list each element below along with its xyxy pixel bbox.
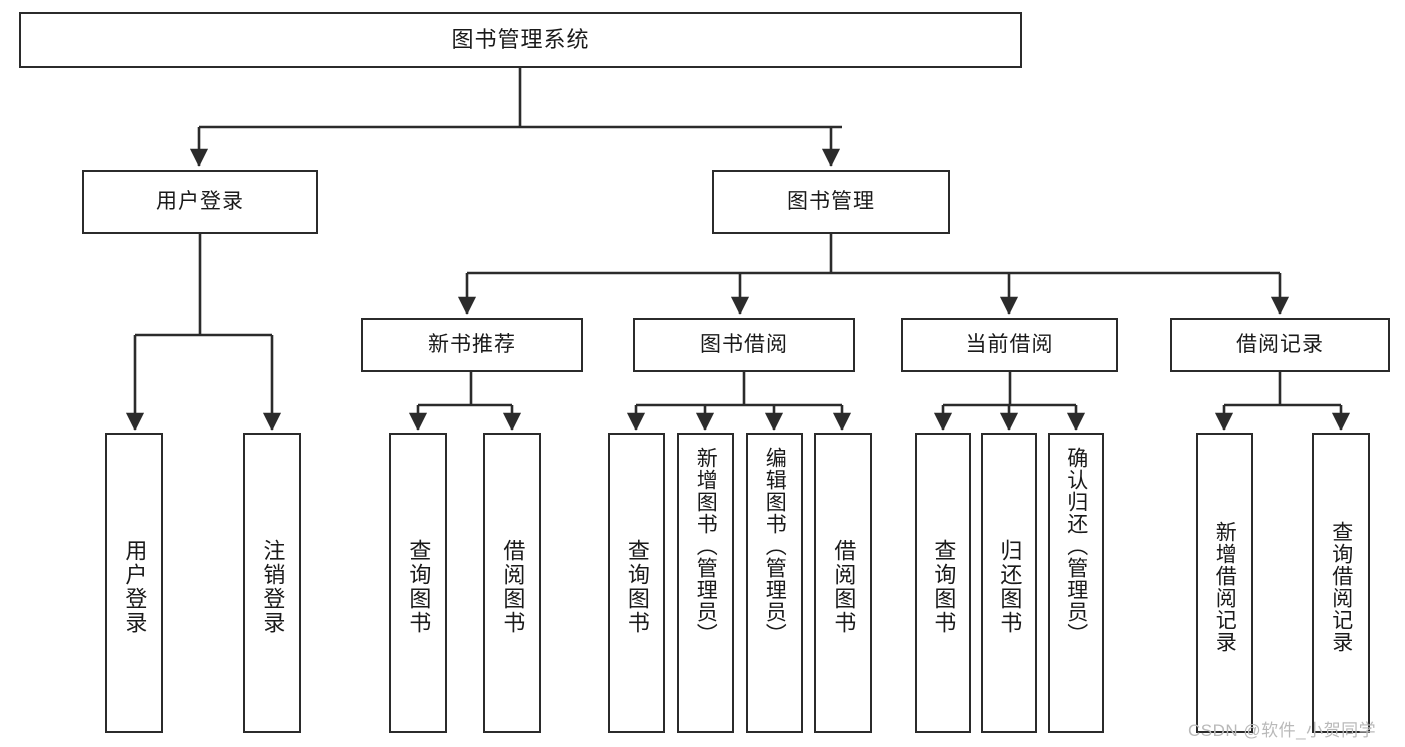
node-label: 查询图书 [931, 539, 957, 635]
node-label: 编辑图书（管理员） [763, 447, 787, 645]
leaf-text-wrap: 归还图书 [983, 443, 1035, 731]
node-new-book-recommend[interactable]: 新书推荐 [361, 318, 583, 372]
node-leaf-query-borrow-record[interactable]: 查询借阅记录 [1312, 433, 1370, 733]
node-leaf-add-book[interactable]: 新增图书（管理员） [677, 433, 734, 733]
node-root-book-management-system[interactable]: 图书管理系统 [19, 12, 1022, 68]
leaf-text-wrap: 注销登录 [245, 443, 299, 731]
node-label: 用户登录 [156, 190, 244, 214]
node-current-borrow[interactable]: 当前借阅 [901, 318, 1118, 372]
csdn-watermark: CSDN @软件_小贺同学 [1188, 721, 1377, 740]
leaf-text-wrap: 借阅图书 [485, 443, 539, 731]
node-label: 新书推荐 [428, 333, 516, 357]
node-label: 新增图书（管理员） [694, 447, 718, 645]
node-label: 借阅图书 [500, 539, 526, 635]
node-user-login[interactable]: 用户登录 [82, 170, 318, 234]
leaf-text-wrap: 用户登录 [107, 443, 161, 731]
node-label: 用户登录 [122, 539, 148, 635]
node-label: 归还图书 [997, 539, 1023, 635]
node-leaf-edit-book[interactable]: 编辑图书（管理员） [746, 433, 803, 733]
node-label: 图书管理系统 [451, 26, 590, 52]
node-leaf-add-borrow-record[interactable]: 新增借阅记录 [1196, 433, 1253, 733]
node-borrow-record[interactable]: 借阅记录 [1170, 318, 1390, 372]
node-leaf-query-book-borrow[interactable]: 查询图书 [608, 433, 665, 733]
node-leaf-query-book-recommend[interactable]: 查询图书 [389, 433, 447, 733]
node-label: 当前借阅 [965, 333, 1054, 357]
node-label: 注销登录 [260, 539, 286, 635]
node-label: 查询借阅记录 [1329, 521, 1353, 653]
node-leaf-user-login[interactable]: 用户登录 [105, 433, 163, 733]
leaf-text-wrap: 新增借阅记录 [1198, 443, 1251, 731]
node-label: 借阅记录 [1236, 333, 1324, 357]
node-label: 图书借阅 [700, 333, 788, 357]
leaf-text-wrap: 借阅图书 [816, 443, 870, 731]
leaf-text-wrap: 查询借阅记录 [1314, 443, 1368, 731]
node-label: 图书管理 [787, 190, 875, 214]
node-label: 借阅图书 [831, 539, 857, 635]
node-label: 查询图书 [624, 539, 650, 635]
leaf-text-wrap: 编辑图书（管理员） [748, 443, 801, 731]
node-leaf-borrow-book-recommend[interactable]: 借阅图书 [483, 433, 541, 733]
node-book-management[interactable]: 图书管理 [712, 170, 950, 234]
leaf-text-wrap: 新增图书（管理员） [679, 443, 732, 731]
node-leaf-borrow-book[interactable]: 借阅图书 [814, 433, 872, 733]
node-leaf-return-book[interactable]: 归还图书 [981, 433, 1037, 733]
leaf-text-wrap: 查询图书 [917, 443, 969, 731]
node-label: 新增借阅记录 [1213, 521, 1237, 653]
node-leaf-query-book-current[interactable]: 查询图书 [915, 433, 971, 733]
node-book-borrow[interactable]: 图书借阅 [633, 318, 855, 372]
leaf-text-wrap: 查询图书 [610, 443, 663, 731]
leaf-text-wrap: 确认归还（管理员） [1050, 443, 1102, 731]
node-label: 查询图书 [406, 539, 432, 635]
node-leaf-confirm-return[interactable]: 确认归还（管理员） [1048, 433, 1104, 733]
leaf-text-wrap: 查询图书 [391, 443, 445, 731]
node-leaf-user-logout[interactable]: 注销登录 [243, 433, 301, 733]
node-label: 确认归还（管理员） [1064, 447, 1088, 645]
